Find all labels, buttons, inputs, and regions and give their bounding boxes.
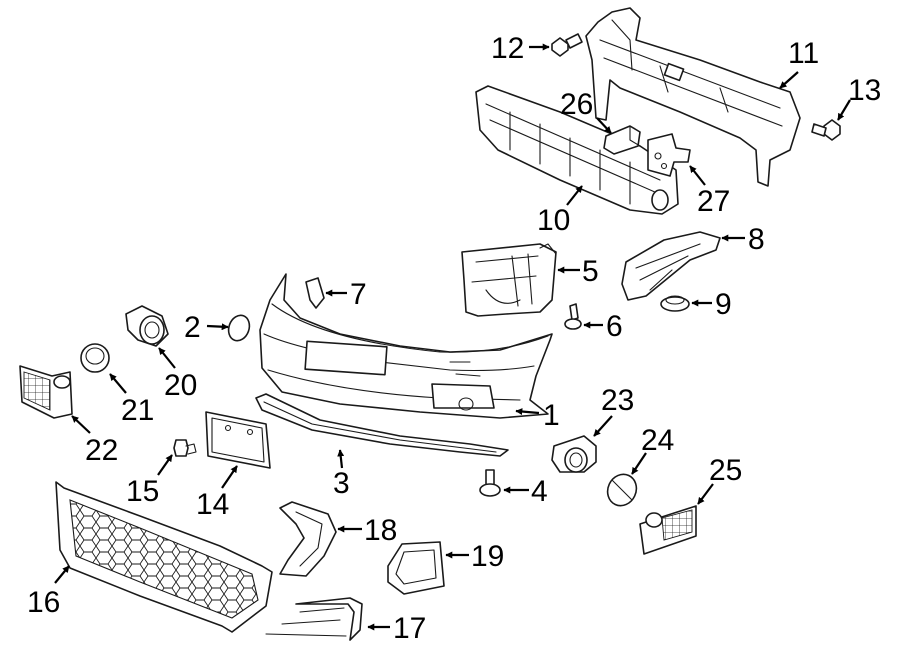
callout-21: 21 <box>121 394 154 427</box>
part-sensor-cap-21 <box>80 343 110 373</box>
part-sensor-bracket-25 <box>639 505 697 555</box>
part-sensor-20 <box>125 305 169 347</box>
callout-18: 18 <box>364 514 397 547</box>
part-clip-7 <box>305 277 325 309</box>
part-screw-6 <box>564 303 582 330</box>
part-pin-15 <box>173 439 197 457</box>
callout-4: 4 <box>531 475 548 508</box>
part-sensor-cap-24 <box>606 473 638 507</box>
part-bolt-12 <box>551 33 583 57</box>
part-screw-4 <box>479 469 501 497</box>
callout-14: 14 <box>196 488 229 521</box>
callout-15: 15 <box>126 475 159 508</box>
part-reinforcement-beam <box>585 7 801 187</box>
callout-13: 13 <box>848 74 881 107</box>
part-energy-absorber <box>475 85 679 215</box>
part-fender-bracket <box>621 231 721 301</box>
callout-22: 22 <box>85 434 118 467</box>
callout-11: 11 <box>788 37 819 70</box>
leader-arrows <box>54 43 851 631</box>
callout-24: 24 <box>641 424 674 457</box>
callout-8: 8 <box>748 223 765 256</box>
part-side-bracket <box>461 243 557 317</box>
part-bracket-27 <box>647 133 691 177</box>
callout-26: 26 <box>560 88 593 121</box>
callout-20: 20 <box>164 369 197 402</box>
callout-12: 12 <box>491 32 524 65</box>
part-bracket-26 <box>603 125 641 155</box>
part-sensor-23 <box>551 435 597 473</box>
callout-9: 9 <box>715 288 732 321</box>
part-fog-bezel-19 <box>387 541 445 595</box>
callout-labels: 1 2 3 4 5 6 7 8 9 10 11 12 13 14 15 16 1… <box>27 32 881 645</box>
callout-10: 10 <box>537 204 570 237</box>
callout-25: 25 <box>709 454 742 487</box>
callout-16: 16 <box>27 586 60 619</box>
part-grommet-9 <box>660 295 690 312</box>
callout-19: 19 <box>471 540 504 573</box>
callout-5: 5 <box>582 255 599 288</box>
callout-1: 1 <box>543 399 560 432</box>
callout-2: 2 <box>184 311 201 344</box>
part-license-plate-bracket <box>205 411 271 469</box>
part-cap-2 <box>227 314 251 342</box>
callout-6: 6 <box>606 310 623 343</box>
part-sensor-bracket-22 <box>19 365 73 419</box>
part-bumper-cover <box>259 273 553 419</box>
callout-3: 3 <box>333 467 350 500</box>
callout-23: 23 <box>601 384 634 417</box>
part-spoiler-lip <box>255 393 509 457</box>
part-lower-grille <box>55 481 273 633</box>
callout-27: 27 <box>697 185 730 218</box>
part-bolt-13 <box>811 119 841 141</box>
part-air-guide <box>279 501 337 577</box>
part-trim-strips-17 <box>265 597 363 641</box>
callout-7: 7 <box>350 278 367 311</box>
callout-17: 17 <box>393 612 426 645</box>
